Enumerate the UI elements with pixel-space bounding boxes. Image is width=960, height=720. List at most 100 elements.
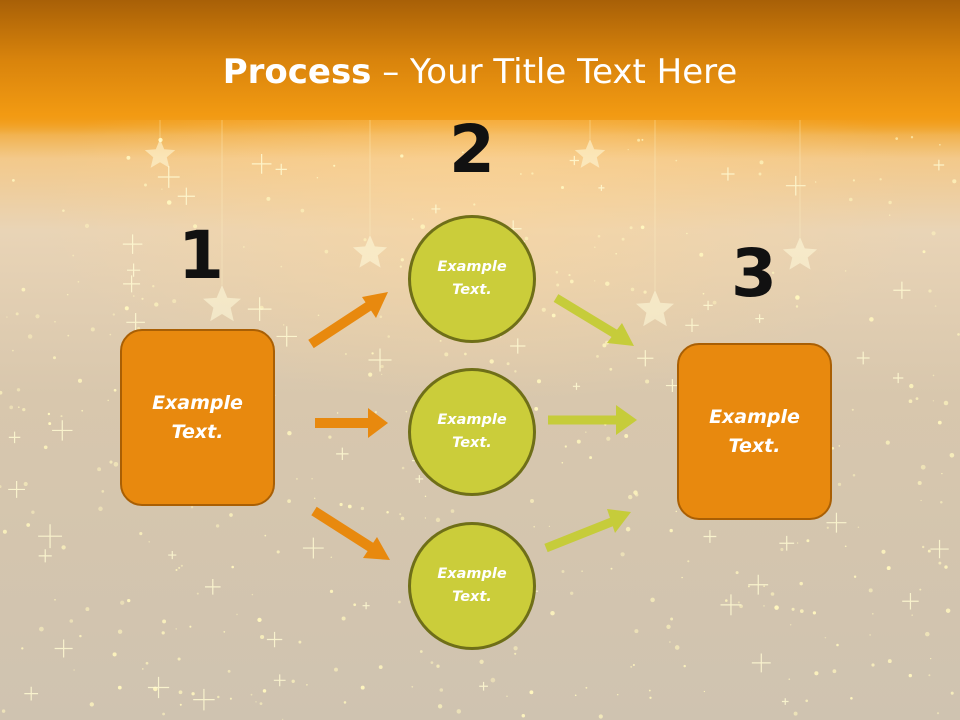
sparkle-dot (399, 513, 402, 516)
sparkle-dot (328, 435, 332, 439)
title-rest: – Your Title Text Here (371, 52, 738, 92)
sparkle-dot (360, 506, 365, 511)
twinkle-icon (52, 420, 73, 441)
sparkle-dot (812, 611, 817, 615)
sparkle-dot (360, 685, 365, 690)
sparkle-dot (628, 494, 633, 500)
twinkle-icon (266, 631, 283, 648)
sparkle-dot (132, 295, 135, 297)
twinkle-icon (276, 326, 297, 347)
sparkle-dot (886, 566, 891, 571)
twinkle-icon (273, 674, 286, 687)
sparkle-dot (439, 688, 444, 692)
sparkle-dot (936, 712, 940, 715)
sparkle-dot (69, 619, 74, 623)
sparkle-dot (287, 499, 291, 503)
sparkle-dot (144, 183, 147, 187)
sparkle-dot (576, 439, 581, 444)
sparkle-dot (919, 588, 922, 591)
sparkle-dot (634, 629, 639, 634)
step-box-3: Example Text. (677, 343, 832, 520)
twinkle-icon (8, 481, 26, 498)
twinkle-icon (54, 639, 73, 658)
title-band (0, 0, 960, 135)
sparkle-dot (15, 312, 19, 316)
sparkle-dot (683, 664, 686, 668)
sparkle-dot (852, 474, 856, 477)
sparkle-dot (97, 467, 102, 472)
twinkle-icon (572, 382, 581, 390)
sparkle-dot (189, 625, 192, 628)
sparkle-dot (560, 185, 565, 190)
sparkle-dot (920, 464, 926, 470)
circle-middle-line2: Text. (452, 435, 492, 451)
sparkle-dot (594, 246, 596, 249)
sparkle-dot (650, 597, 655, 603)
sparkle-dot (489, 359, 494, 364)
arrow-1-to-top (308, 292, 388, 349)
sparkle-dot (805, 699, 809, 703)
sparkle-dot (889, 214, 891, 216)
sparkle-dot (699, 252, 704, 257)
sparkle-dot (439, 339, 442, 342)
title-bold: Process (222, 52, 372, 92)
sparkle-dot (193, 224, 198, 229)
circle-top-line1: Example (437, 259, 507, 275)
sparkle-dot (791, 607, 795, 611)
sparkle-dot (568, 274, 571, 277)
sparkle-dot (353, 603, 357, 607)
sparkle-dot (260, 634, 265, 640)
sparkle-dot (400, 516, 405, 521)
sparkle-dot (31, 510, 35, 514)
sparkle-dot (109, 460, 113, 464)
sparkle-dot (112, 652, 117, 657)
sparkle-dot (648, 689, 651, 692)
sparkle-dot (217, 695, 220, 699)
sparkle-dot (139, 532, 143, 536)
sparkle-dot (844, 270, 847, 272)
sparkle-dot (879, 178, 882, 181)
sparkle-dot (632, 663, 635, 667)
sparkle-dot (231, 565, 234, 569)
sparkle-dot (456, 709, 462, 714)
twinkle-icon (247, 297, 272, 321)
sparkle-dot (931, 231, 936, 236)
sparkle-dot (112, 313, 115, 316)
step-box-3-line2: Text. (728, 434, 781, 457)
twinkle-icon (893, 372, 904, 384)
sparkle-dot (838, 445, 841, 447)
sparkle-dot (368, 372, 373, 377)
sparkle-dot (932, 400, 935, 402)
sparkle-dot (541, 307, 546, 312)
sparkle-dot (126, 155, 131, 160)
twinkle-icon (147, 676, 170, 699)
sparkle-dot (606, 436, 611, 441)
sparkle-dot (180, 564, 183, 567)
sparkle-dot (190, 506, 194, 509)
sparkle-dot (909, 383, 914, 389)
sparkle-dot (223, 631, 226, 633)
sparkle-dot (2, 529, 7, 534)
sparkle-dot (513, 646, 518, 651)
sparkle-dot (836, 643, 839, 647)
slide-title: Process – Your Title Text Here (0, 52, 960, 92)
sparkle-dot (424, 495, 427, 498)
sparkle-dot (48, 422, 52, 426)
sparkle-dot (556, 283, 560, 287)
twinkle-icon (933, 159, 945, 171)
sparkle-dot (621, 237, 625, 241)
circle-bottom-line2: Text. (452, 589, 492, 605)
sparkle-dot (555, 270, 559, 274)
twinkle-icon (251, 154, 272, 174)
sparkle-dot (759, 160, 764, 165)
sparkle-dot (386, 511, 389, 514)
sparkle-dot (703, 690, 706, 693)
step-number-2: 2 (449, 111, 495, 188)
sparkle-dot (172, 299, 177, 304)
arrow-middle-to-3 (548, 405, 637, 435)
step-box-1: Example Text. (120, 329, 275, 506)
twinkle-icon (362, 602, 370, 610)
sparkle-dot (869, 634, 871, 636)
sparkle-dot (641, 138, 644, 141)
sparkle-dot (888, 200, 892, 205)
